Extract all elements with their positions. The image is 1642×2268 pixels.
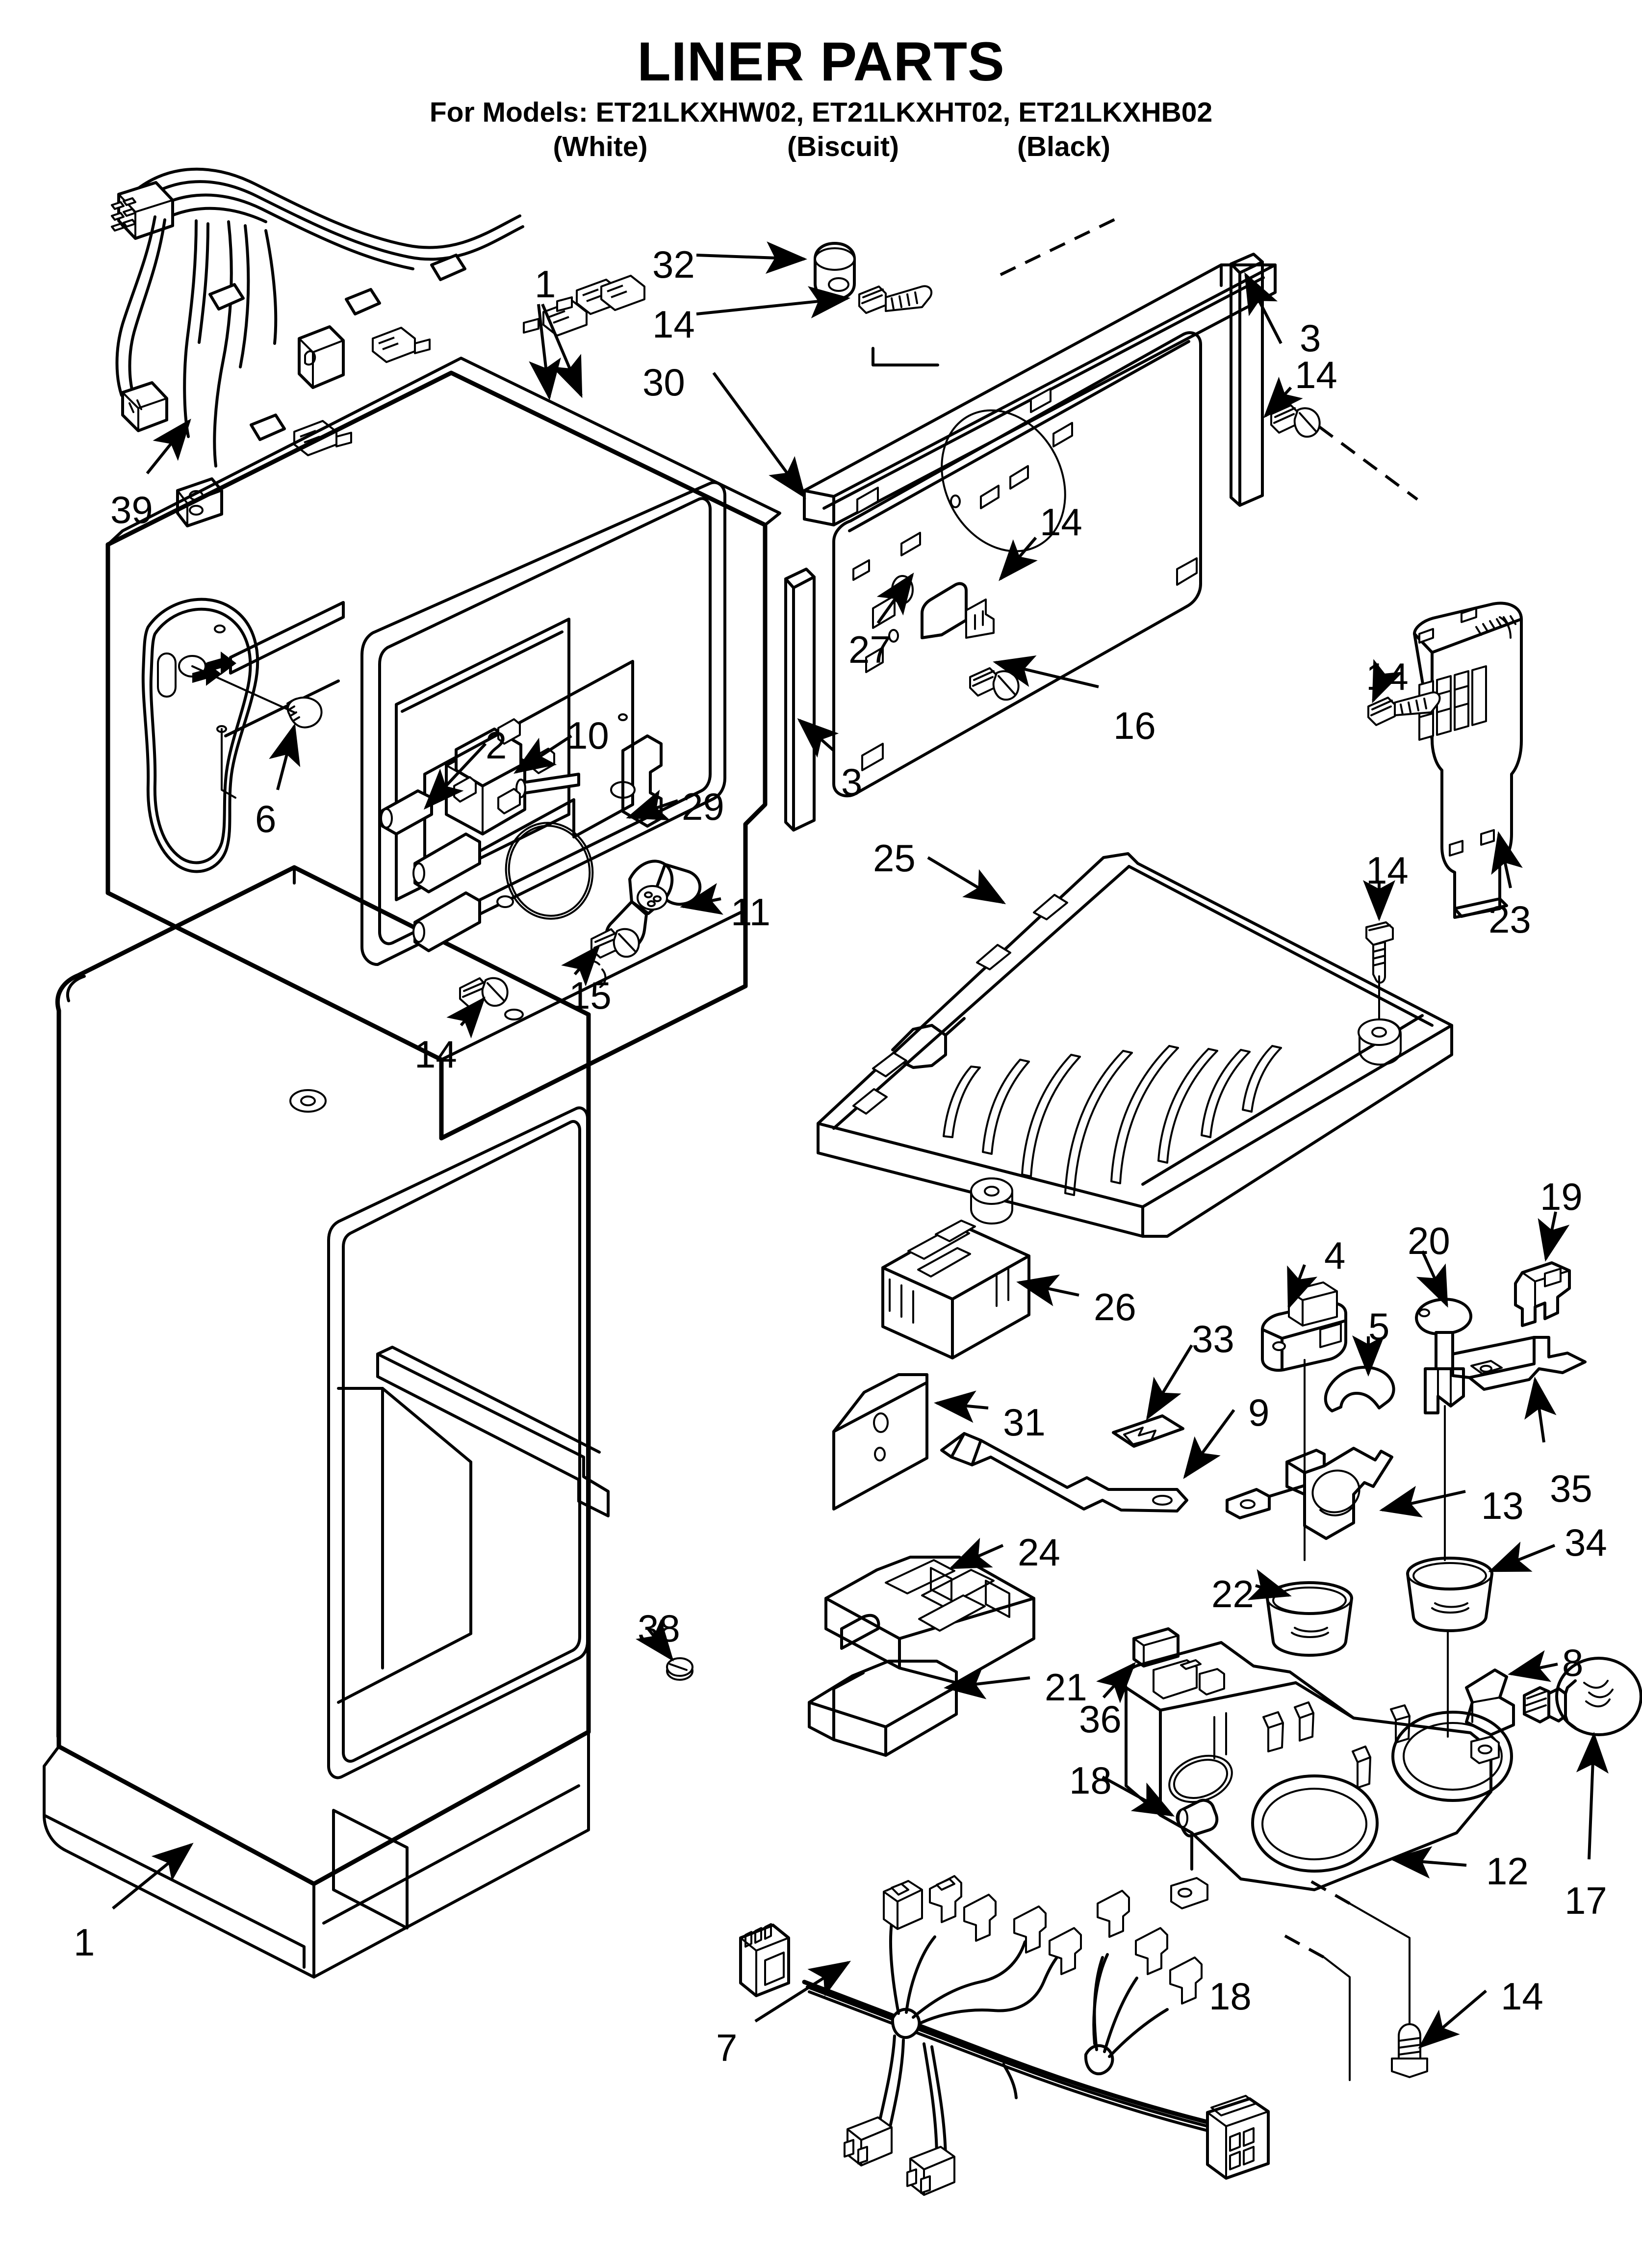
callout-1-cabinet-liner-upper: 1 xyxy=(535,262,556,306)
part-8-light-bulb xyxy=(1465,1650,1642,1860)
finish-labels: (White) (Biscuit) (Black) xyxy=(0,130,1642,163)
finish-label-white: (White) xyxy=(553,130,648,162)
part-14-screw-right-top xyxy=(1263,376,1418,501)
callout-14-screw: 14 xyxy=(1366,849,1409,892)
part-3-trim-strip-right xyxy=(1230,253,1283,507)
callout-34-light-socket-cup: 34 xyxy=(1565,1521,1607,1564)
finish-label-black: (Black) xyxy=(1017,130,1111,162)
finish-label-biscuit: (Biscuit) xyxy=(787,130,899,162)
part-22-socket-cup xyxy=(1247,1569,1353,1657)
callout-27-fan-wiring-bracket: 27 xyxy=(848,628,891,671)
part-4-thermostat xyxy=(1261,1264,1347,1561)
part-19-electrical-terminal xyxy=(1514,1211,1571,1327)
part-25-drip-pan xyxy=(817,852,1453,1238)
callout-7-main-wiring-harness: 7 xyxy=(716,2026,738,2069)
callout-15-screw-washer: 15 xyxy=(569,974,612,1017)
callout-14-screw: 14 xyxy=(414,1033,457,1076)
callout-18-fuse-element: 18 xyxy=(1069,1759,1112,1802)
part-30-trim-rail xyxy=(712,214,1277,526)
part-26-defrost-timer xyxy=(881,1220,1079,1359)
callout-29-air-baffle: 29 xyxy=(682,785,724,828)
model-list: For Models: ET21LKXHW02, ET21LKXHT02, ET… xyxy=(429,97,1213,128)
callout-11-fan-blade: 11 xyxy=(731,890,770,934)
callout-39-freezer-wiring-harness: 39 xyxy=(110,488,153,531)
callout-33-terminal-clip: 33 xyxy=(1192,1317,1234,1360)
callout-8-light-bulb: 8 xyxy=(1562,1641,1584,1684)
callout-3-liner-trim-strip: 3 xyxy=(1300,316,1321,360)
part-14-screw-bottom xyxy=(1308,1878,1487,2078)
part-32-bushing xyxy=(696,241,856,301)
callout-32-bushing-grommet: 32 xyxy=(652,243,695,286)
callout-14-screw: 14 xyxy=(652,303,695,346)
part-23-air-duct-cover xyxy=(1413,601,1523,919)
callout-31-mounting-plate: 31 xyxy=(1003,1401,1046,1444)
callout-4-thermostat: 4 xyxy=(1324,1234,1346,1277)
part-3-trim-strip-left xyxy=(784,568,839,832)
callout-30-trim-rail: 30 xyxy=(642,361,685,404)
part-9-support-arm xyxy=(940,1409,1235,1512)
callout-36-terminal-tab: 36 xyxy=(1079,1697,1122,1741)
part-14-screw-top xyxy=(696,285,933,318)
part-21-housing-cover xyxy=(808,1660,1030,1757)
callout-21-control-housing-cover: 21 xyxy=(1045,1666,1087,1709)
callout-14-screw: 14 xyxy=(1295,353,1337,396)
part-12-light-housing xyxy=(1123,1641,1513,2081)
callout-18-wiring-harness-branch: 18 xyxy=(1209,1975,1252,2018)
part-24-control-housing xyxy=(824,1538,1035,1684)
callout-3-liner-trim-strip: 3 xyxy=(841,760,863,804)
callout-14-screw: 14 xyxy=(1501,1975,1543,2018)
part-36-terminal-tab xyxy=(1096,1627,1180,1703)
callout-2-evaporator-fan-motor: 2 xyxy=(486,724,507,767)
callout-26-defrost-timer: 26 xyxy=(1094,1285,1136,1329)
page-title: LINER PARTS xyxy=(637,31,1005,92)
callout-14-screw: 14 xyxy=(1366,655,1409,698)
part-18-fuse xyxy=(1102,1775,1219,1838)
callout-6-drain-plug: 6 xyxy=(255,797,277,840)
callout-16-evaporator-cover-panel: 16 xyxy=(1113,704,1156,747)
callout-35-damper-linkage: 35 xyxy=(1550,1467,1592,1510)
callout-22-light-socket-cup: 22 xyxy=(1211,1572,1254,1616)
callout-5-retaining-clip: 5 xyxy=(1368,1305,1390,1348)
callout-1-cabinet-liner-lower: 1 xyxy=(74,1921,95,1964)
part-35-damper-linkage xyxy=(1451,1336,1587,1443)
part-39-wiring-harness xyxy=(111,167,645,527)
callout-13-damper-housing: 13 xyxy=(1481,1484,1524,1527)
callout-14-screw: 14 xyxy=(1040,500,1082,544)
diagram-header: LINER PARTS For Models: ET21LKXHW02, ET2… xyxy=(0,34,1642,163)
callout-19-electrical-terminal: 19 xyxy=(1540,1175,1583,1218)
callout-38-drain-cap: 38 xyxy=(638,1607,680,1650)
callout-9-support-bracket-arm: 9 xyxy=(1248,1391,1270,1434)
part-13-damper-housing xyxy=(1226,1447,1466,1540)
part-33-terminal-clip xyxy=(1112,1344,1193,1448)
part-20-damper-lever xyxy=(1415,1250,1473,1561)
callout-23-air-duct-cover: 23 xyxy=(1488,898,1531,941)
callout-25-drip-pan-floor: 25 xyxy=(873,836,916,880)
part-31-mounting-plate xyxy=(832,1373,989,1511)
callout-17-bulb-socket: 17 xyxy=(1565,1879,1607,1922)
part-14-screw-droppan xyxy=(1363,880,1395,1036)
part-7-main-harness xyxy=(739,1875,1270,2196)
part-34-socket-cup xyxy=(1406,1541,1556,1738)
callout-20-damper-control-lever: 20 xyxy=(1408,1219,1450,1262)
part-6-drain-plug xyxy=(141,598,323,873)
callout-10-fan-motor-bracket: 10 xyxy=(566,714,609,757)
callout-24-control-housing: 24 xyxy=(1018,1531,1060,1574)
callout-12-light-control-housing: 12 xyxy=(1486,1850,1529,1893)
part-1-cabinet-liner xyxy=(43,303,781,1979)
